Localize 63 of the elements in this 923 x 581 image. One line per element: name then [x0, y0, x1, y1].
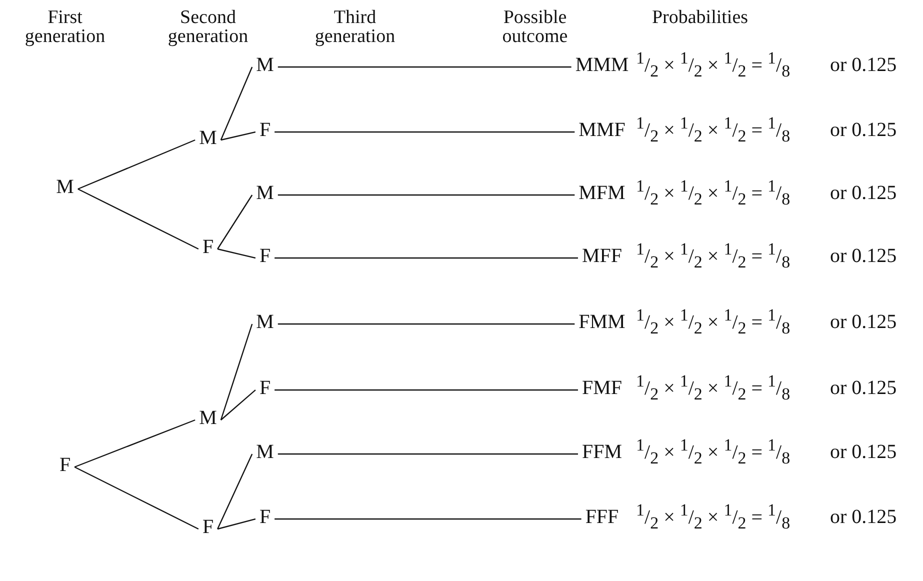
tree-node-label: M	[256, 54, 274, 76]
column-heading: Second generation	[166, 8, 250, 46]
branch-line	[217, 518, 256, 530]
tree-node-label: FMF	[582, 377, 622, 399]
branch-line	[278, 194, 575, 196]
column-heading: Probabilities	[650, 8, 750, 27]
tree-node-label: M	[256, 441, 274, 463]
tree-node-label: F	[259, 245, 271, 267]
tree-node-label: F	[259, 119, 271, 141]
tree-node-label: F	[202, 236, 214, 258]
probability-value: or 0.125	[830, 244, 897, 269]
tree-node-label: MMF	[578, 119, 626, 141]
branch-line	[220, 390, 256, 420]
probability-value: or 0.125	[830, 440, 897, 465]
tree-node-label: F	[59, 454, 71, 476]
probability-formula: $^{1}$/$_{2}$ × $^{1}$/$_{2}$ × $^{1}$/$_{2}$ = $^{1}$/$_{8}$	[636, 238, 790, 274]
tree-node-label: FFF	[585, 506, 619, 528]
tree-node-label: FFM	[582, 441, 622, 463]
column-heading: First generation	[24, 8, 106, 46]
probability-value: or 0.125	[830, 118, 897, 143]
probability-value: or 0.125	[830, 376, 897, 401]
tree-node-label: FMM	[578, 311, 626, 333]
tree-node-label: M	[256, 311, 274, 333]
branch-line	[220, 131, 256, 141]
tree-node-label: MFM	[578, 182, 626, 204]
tree-node-label: F	[259, 377, 271, 399]
column-heading: Third generation	[314, 8, 396, 46]
probability-value: or 0.125	[830, 53, 897, 78]
probability-formula: $^{1}$/$_{2}$ × $^{1}$/$_{2}$ × $^{1}$/$_{2}$ = $^{1}$/$_{8}$	[636, 112, 790, 148]
tree-node-label: M	[256, 182, 274, 204]
branch-line	[217, 248, 256, 259]
tree-node-label: F	[259, 506, 271, 528]
branch-line	[278, 453, 578, 455]
branch-line	[220, 66, 253, 140]
branch-line	[278, 323, 575, 325]
branch-line	[278, 66, 572, 68]
probability-formula: $^{1}$/$_{2}$ × $^{1}$/$_{2}$ × $^{1}$/$_{2}$ = $^{1}$/$_{8}$	[636, 304, 790, 340]
probability-formula: $^{1}$/$_{2}$ × $^{1}$/$_{2}$ × $^{1}$/$_{2}$ = $^{1}$/$_{8}$	[636, 370, 790, 406]
probability-formula: $^{1}$/$_{2}$ × $^{1}$/$_{2}$ × $^{1}$/$_{2}$ = $^{1}$/$_{8}$	[636, 500, 790, 534]
tree-node-label: MFF	[582, 245, 622, 267]
branch-line	[74, 419, 196, 468]
probability-value: or 0.125	[830, 310, 897, 335]
branch-line	[78, 139, 196, 190]
branch-line	[217, 454, 253, 530]
branch-line	[74, 466, 199, 530]
branch-line	[274, 518, 582, 520]
probability-formula: $^{1}$/$_{2}$ × $^{1}$/$_{2}$ × $^{1}$/$_{2}$ = $^{1}$/$_{8}$	[636, 176, 790, 210]
branch-line	[274, 389, 578, 391]
tree-node-label: F	[202, 516, 214, 538]
probability-formula: $^{1}$/$_{2}$ × $^{1}$/$_{2}$ × $^{1}$/$_{2}$ = $^{1}$/$_{8}$	[636, 434, 790, 470]
tree-node-label: M	[56, 176, 74, 198]
probability-formula: $^{1}$/$_{2}$ × $^{1}$/$_{2}$ × $^{1}$/$_{2}$ = $^{1}$/$_{8}$	[636, 48, 790, 82]
tree-node-label: M	[199, 407, 217, 429]
tree-node-label: M	[199, 127, 217, 149]
branch-line	[217, 194, 253, 250]
tree-node-label: MMM	[575, 54, 629, 76]
branch-line	[274, 131, 575, 133]
probability-value: or 0.125	[830, 505, 897, 530]
column-heading: Possible outcome	[501, 8, 569, 46]
branch-line	[78, 188, 199, 250]
branch-line	[220, 324, 253, 420]
probability-value: or 0.125	[830, 181, 897, 206]
branch-line	[274, 257, 578, 259]
